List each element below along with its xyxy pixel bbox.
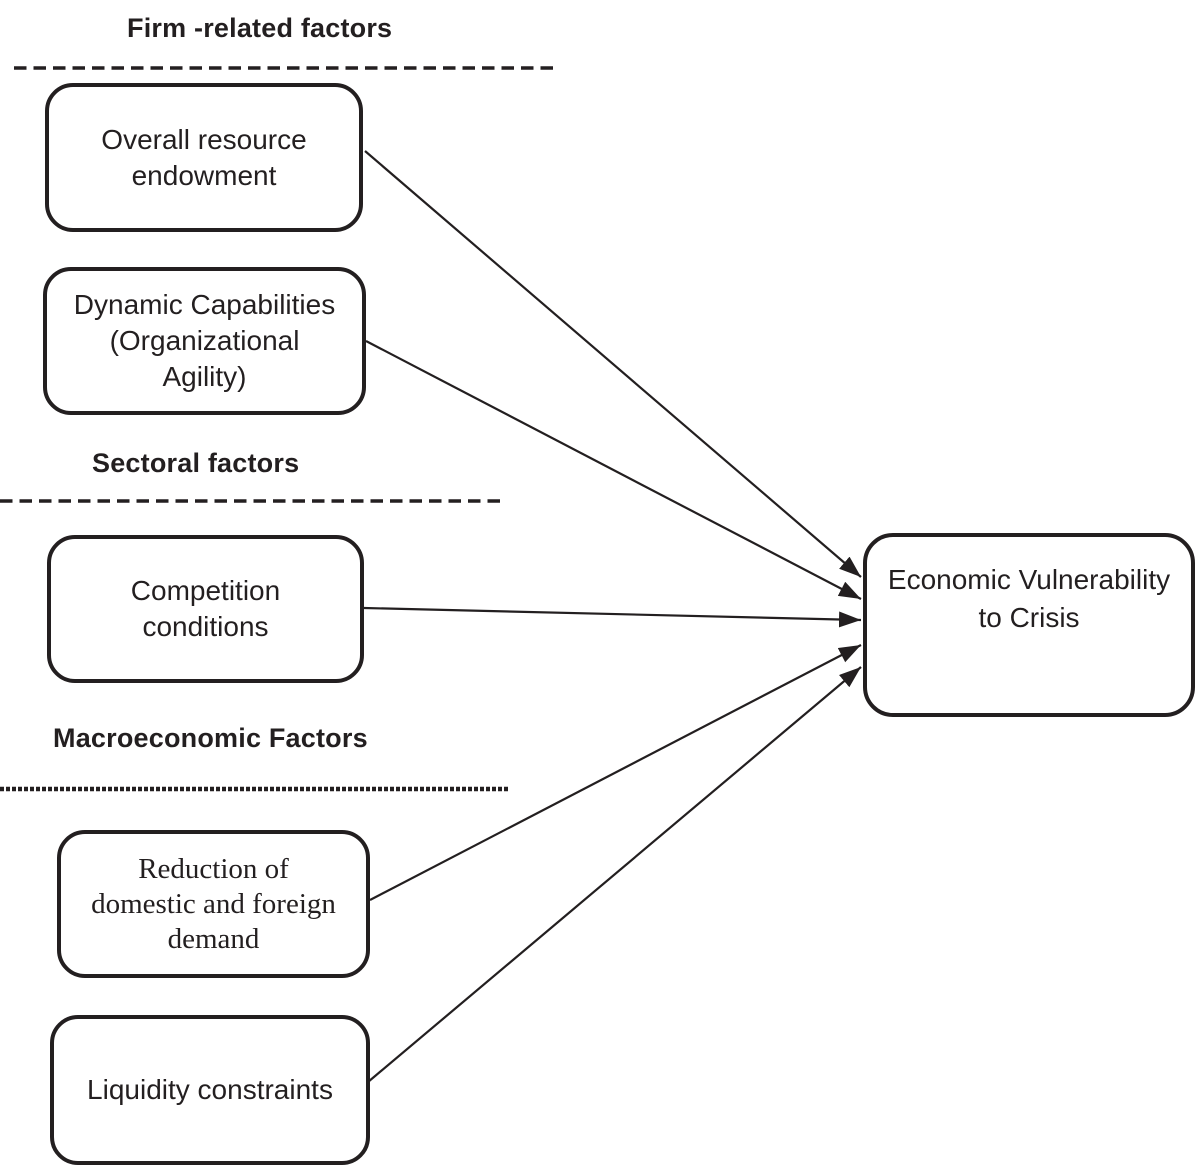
factor-label-line: Overall resource xyxy=(101,123,307,155)
factor-label-line: Agility) xyxy=(162,361,247,392)
factor-label-line: Competition xyxy=(130,575,281,606)
factor-label-line: (Organizational xyxy=(109,325,300,356)
factor-box-liquidity-constraints: Liquidity constraints xyxy=(50,1015,370,1165)
factor-label-line: Liquidity constraints xyxy=(87,1074,333,1105)
factor-label-line: demand xyxy=(167,922,260,955)
outcome-label-line: to Crisis xyxy=(978,602,1080,633)
outcome-label-line: Economic Vulnerability xyxy=(887,564,1171,595)
arrow-demand-reduction-to-outcome xyxy=(369,644,862,901)
outcome-box-economic-vulnerability: Economic Vulnerability to Crisis xyxy=(863,533,1195,717)
factor-box-dynamic-capabilities: Dynamic Capabilities (Organizational Agi… xyxy=(43,267,366,415)
factor-box-reduction-of-demand: Reduction of domestic and foreign demand xyxy=(57,830,370,978)
factor-box-competition-conditions: Competition conditions xyxy=(47,535,364,683)
factor-label-line: Reduction of xyxy=(138,852,289,885)
section-header-firm-related-factors: Firm -related factors xyxy=(127,13,393,43)
section-header-sectoral-factors: Sectoral factors xyxy=(92,448,300,478)
section-header-macroeconomic-factors: Macroeconomic Factors xyxy=(53,723,368,753)
arrow-overall-resource-to-outcome xyxy=(364,150,862,578)
factor-label-line: domestic and foreign xyxy=(91,887,336,920)
arrow-dynamic-capabilities-to-outcome xyxy=(365,340,862,600)
factor-label-line: Dynamic Capabilities xyxy=(73,289,336,320)
factor-label-line: conditions xyxy=(142,611,269,642)
arrow-competition-to-outcome xyxy=(363,606,862,628)
factor-box-overall-resource-endowment: Overall resource endowment xyxy=(45,83,363,232)
factor-label-line: endowment xyxy=(131,159,277,191)
arrow-liquidity-to-outcome xyxy=(367,666,862,1083)
